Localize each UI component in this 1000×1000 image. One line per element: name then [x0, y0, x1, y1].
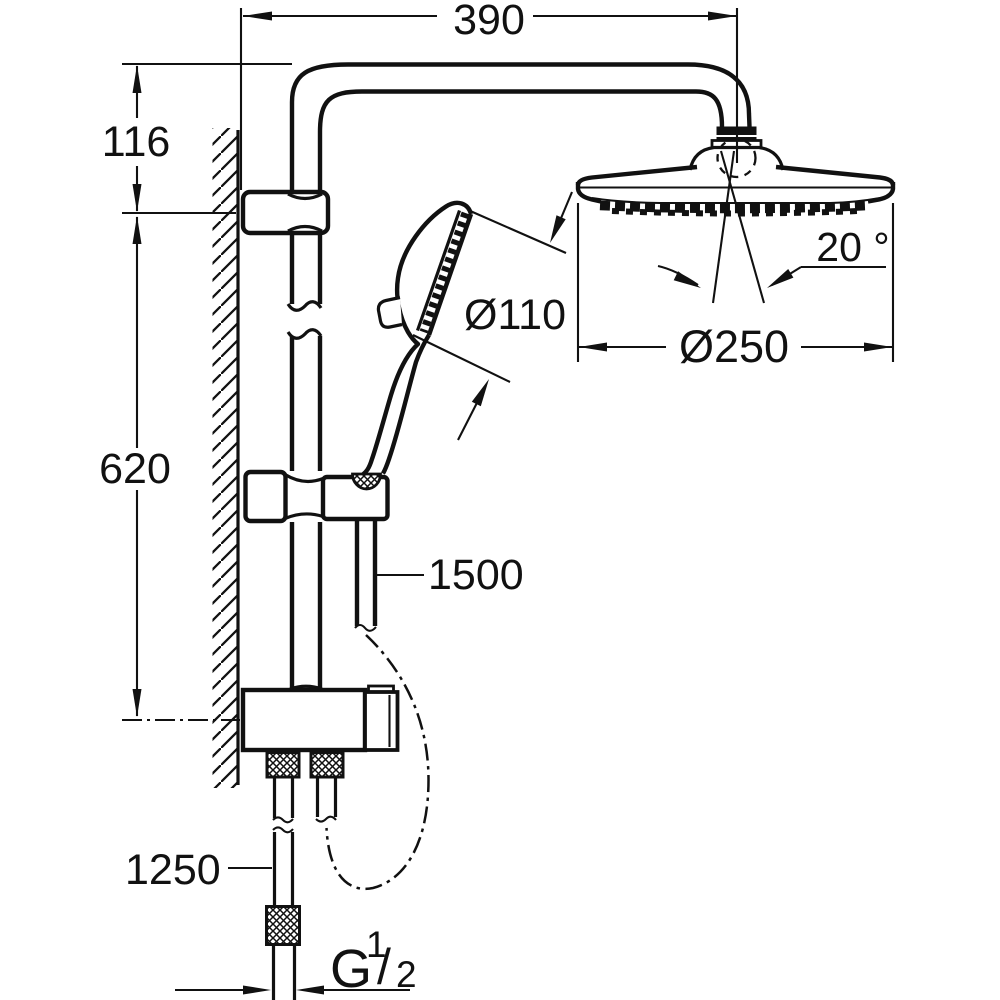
dimension-620-height: 620: [99, 216, 240, 722]
label-1500-hose: 1500: [377, 551, 524, 599]
angle-20-annotation: 20 °: [657, 150, 890, 304]
angle-20-label: 20 °: [816, 224, 889, 270]
arrowhead: [673, 271, 701, 288]
dimension-390-label: 390: [453, 0, 525, 44]
wall-hatching: [212, 128, 240, 788]
diverter-knob: [363, 690, 400, 752]
thread-denominator: 2: [396, 954, 417, 995]
dimension-116-height: 116: [102, 62, 292, 215]
arrowhead: [132, 689, 142, 717]
shower-hose: [325, 519, 430, 891]
pipe-break-symbol: [286, 300, 323, 312]
hand-shower-face: [426, 213, 474, 336]
arrowhead: [471, 379, 489, 407]
hand-shower: [361, 200, 474, 477]
thread-slash: /: [377, 939, 391, 995]
hose-nut-left: [265, 751, 301, 779]
dimension-110-label: Ø110: [464, 291, 566, 339]
supply-hose: [272, 777, 295, 818]
arrowhead: [550, 215, 566, 243]
arrowhead: [132, 65, 142, 93]
hand-shower-end-cap: [351, 472, 382, 491]
arrowhead: [708, 11, 737, 21]
hand-shower-button: [376, 295, 403, 329]
arrowhead: [864, 342, 892, 352]
thread-numerator: 1: [366, 924, 387, 965]
label-1250-hose: 1250: [125, 846, 272, 894]
dimension-110-diameter: Ø110: [412, 191, 573, 441]
bottom-bracket: [240, 684, 400, 1000]
thread-letter: G: [330, 939, 372, 999]
label-1500-text: 1500: [428, 551, 524, 599]
arrowhead: [243, 985, 271, 995]
shower-rail-and-arm: [286, 62, 752, 688]
arrowhead: [579, 342, 607, 352]
arrowhead: [767, 269, 794, 288]
dimension-390-width: 390: [239, 0, 739, 190]
arrowhead: [132, 216, 142, 244]
dimension-250-diameter: Ø250: [576, 203, 895, 372]
arrowhead: [243, 11, 272, 21]
arrowhead: [132, 184, 142, 212]
thread-g-half-annotation: G 1 / 2: [175, 924, 417, 999]
label-1250-text: 1250: [125, 846, 221, 894]
hand-shower-nozzles: [419, 211, 470, 334]
hose-nut-right: [309, 751, 345, 779]
head-shower-disc: [575, 164, 698, 186]
glide-holder: [243, 469, 390, 524]
top-wall-holder: [240, 189, 331, 236]
dimension-620-label: 620: [99, 445, 171, 493]
dimension-116-label: 116: [102, 118, 171, 166]
arrowhead: [296, 985, 324, 995]
dimension-250-label: Ø250: [679, 321, 789, 372]
hose-phantom-loop: [325, 634, 430, 891]
head-shower: [575, 126, 896, 217]
head-shower-nozzles: [599, 200, 870, 214]
supply-hose-nut: [265, 905, 301, 946]
